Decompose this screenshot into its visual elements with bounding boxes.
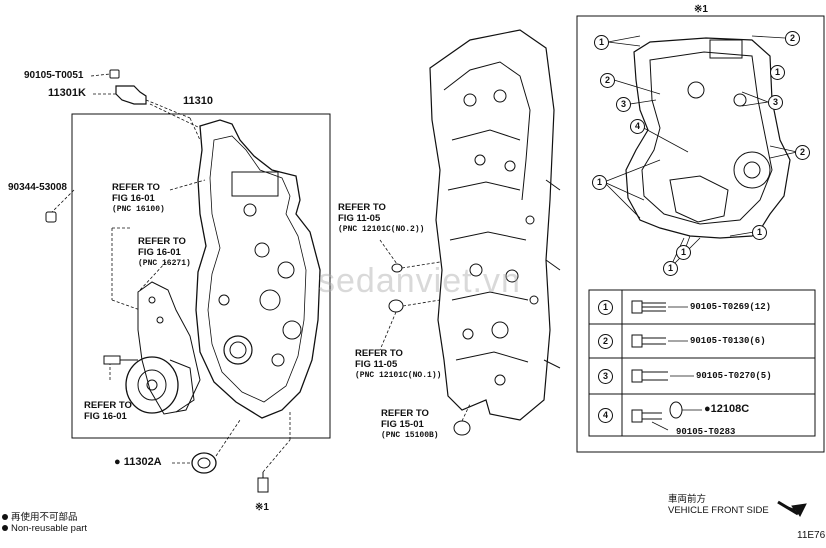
ref-line: FIG 16-01 [84, 411, 127, 422]
ref-line: FIG 15-01 [381, 419, 424, 430]
table-num-2: 2 [598, 334, 613, 349]
table-bolt-3 [631, 369, 668, 383]
callout-2: 2 [795, 145, 810, 160]
ref-pnc: (PNC 16271) [138, 259, 191, 268]
table-num-1: 1 [598, 300, 613, 315]
ref-line: FIG 16-01 [138, 247, 181, 258]
figure-code: 11E76 [797, 530, 826, 541]
ref-line: REFER TO [112, 182, 160, 193]
legend-en: Non-reusable part [2, 523, 87, 534]
ref-pnc: (PNC 12101C(NO.1)) [355, 371, 442, 380]
table-num-4: 4 [598, 408, 613, 423]
table-part-1: 90105-T0269(12) [690, 302, 772, 312]
part-11301K: 11301K [48, 87, 86, 99]
table-part-4a: ●12108C [704, 403, 750, 415]
ref-fig-15-01: REFER TO FIG 15-01 (PNC 15100B) [381, 408, 439, 441]
legend-jp: 再使用不可部品 [2, 512, 87, 523]
callout-3: 3 [768, 95, 783, 110]
ref-line: REFER TO [338, 202, 386, 213]
table-part-4a-text: 12108C [710, 403, 750, 415]
callout-4: 4 [630, 119, 645, 134]
legend-jp-text: 再使用不可部品 [11, 512, 78, 523]
part-11302A: ● 11302A [114, 456, 162, 468]
watermark: sedanviet.vn [318, 262, 521, 300]
bullet-icon [2, 514, 8, 521]
main-frame [71, 113, 331, 439]
ref-pnc: (PNC 16100) [112, 205, 165, 214]
timing-cover-outline [195, 119, 321, 419]
direction-jp: 車両前方 [668, 494, 707, 505]
ref-fig-11-05-b: REFER TO FIG 11-05 (PNC 12101C(NO.1)) [355, 348, 441, 381]
callout-1: 1 [676, 245, 691, 260]
bullet-icon [2, 525, 8, 532]
part-90105-T0051: 90105-T0051 [24, 70, 84, 81]
ref-fig-16-01-a: REFER TO FIG 16-01 (PNC 16100) [112, 182, 165, 215]
ref-line: REFER TO [84, 400, 132, 411]
ref-line: FIG 16-01 [112, 193, 155, 204]
part-11310: 11310 [183, 95, 213, 107]
ref-line: REFER TO [138, 236, 186, 247]
ref-line: FIG 11-05 [355, 359, 398, 370]
engine-block [429, 29, 555, 421]
ref-pnc: (PNC 12101C(NO.2)) [338, 225, 425, 234]
table-part-2: 90105-T0130(6) [690, 336, 766, 346]
table-num-3: 3 [598, 369, 613, 384]
ref-fig-16-01-b: REFER TO FIG 16-01 (PNC 16271) [138, 236, 191, 269]
ref-line: REFER TO [355, 348, 403, 359]
o-ring-no1 [388, 299, 404, 313]
water-pump-pulley [125, 356, 179, 414]
ref-fig-16-01-c: REFER TO FIG 16-01 [84, 400, 132, 422]
water-pump-gasket [137, 281, 201, 415]
table-bolt-2 [631, 334, 666, 348]
callout-1: 1 [752, 225, 767, 240]
direction-en: VEHICLE FRONT SIDE [668, 505, 769, 516]
bottom-bolt-note: ※1 [255, 502, 269, 513]
bolt-table [588, 289, 816, 437]
callout-2: 2 [600, 73, 615, 88]
ref-line: FIG 11-05 [338, 213, 381, 224]
o-ring-15100b [453, 420, 471, 436]
callout-2: 2 [785, 31, 800, 46]
table-bolt-4 [631, 401, 683, 423]
callout-3: 3 [616, 97, 631, 112]
callout-1: 1 [594, 35, 609, 50]
inset-frame [576, 15, 825, 453]
legend-en-text: Non-reusable part [11, 523, 88, 534]
callout-1: 1 [592, 175, 607, 190]
oil-seal [191, 452, 217, 474]
cam-sensor [115, 85, 147, 105]
part-90344-53008: 90344-53008 [8, 182, 67, 193]
table-part-4b: 90105-T0283 [676, 427, 736, 437]
front-direction: 車両前方 VEHICLE FRONT SIDE [668, 494, 769, 516]
callout-1: 1 [770, 65, 785, 80]
legend: 再使用不可部品 Non-reusable part [2, 512, 87, 534]
part-11302A-text: 11302A [123, 456, 162, 468]
ref-line: REFER TO [381, 408, 429, 419]
ref-pnc: (PNC 15100B) [381, 431, 439, 440]
callout-1: 1 [663, 261, 678, 276]
ref-fig-11-05-a: REFER TO FIG 11-05 (PNC 12101C(NO.2)) [338, 202, 424, 235]
inset-title: ※1 [694, 4, 708, 15]
table-part-3: 90105-T0270(5) [696, 371, 772, 381]
table-bolt-1 [631, 300, 666, 314]
